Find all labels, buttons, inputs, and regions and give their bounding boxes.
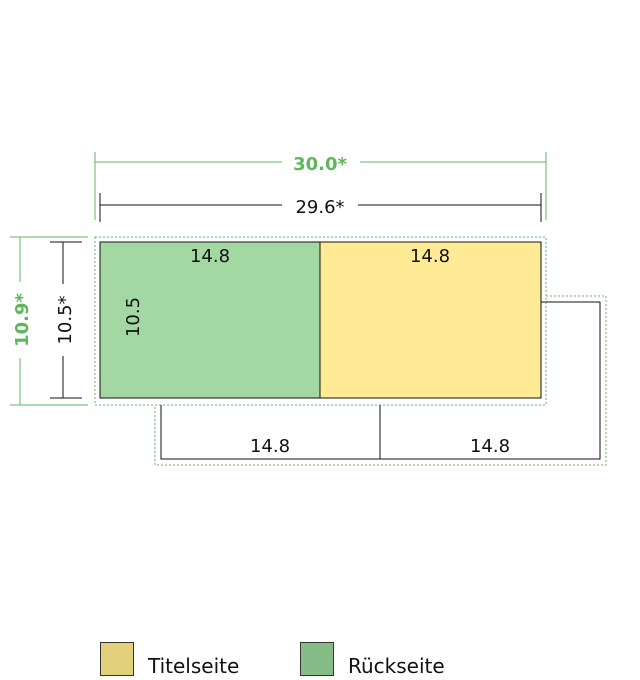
back-panel-height-label: 10.5 xyxy=(123,297,144,337)
outer-width-label: 30.0* xyxy=(293,154,347,175)
bottom-right-width-label: 14.8 xyxy=(470,436,510,457)
bleed-outline-top xyxy=(94,236,547,406)
inner-width-dimension: 29.6* xyxy=(99,193,542,222)
inner-height-dimension: 10.5* xyxy=(50,241,82,399)
inner-width-label: 29.6* xyxy=(295,197,344,218)
bleed-outline-flap xyxy=(154,295,607,466)
back-page-legend-label: Rückseite xyxy=(348,654,445,678)
legend-title-page: Titelseite xyxy=(100,640,239,678)
front-panel-width-label: 14.8 xyxy=(410,246,450,267)
outer-height-dimension: 10.9* xyxy=(10,236,88,406)
outer-height-label: 10.9* xyxy=(12,293,33,347)
back-page-swatch xyxy=(300,642,334,676)
inner-height-label: 10.5* xyxy=(55,295,76,344)
back-panel-width-label: 14.8 xyxy=(190,246,230,267)
title-page-panel xyxy=(319,241,542,399)
back-page-panel xyxy=(99,241,321,399)
outer-width-dimension: 30.0* xyxy=(94,152,547,220)
legend-back-page: Rückseite xyxy=(300,640,445,678)
lower-flap-outline xyxy=(160,301,601,460)
bottom-left-width-label: 14.8 xyxy=(250,436,290,457)
title-page-swatch xyxy=(100,642,134,676)
title-page-legend-label: Titelseite xyxy=(148,654,240,678)
